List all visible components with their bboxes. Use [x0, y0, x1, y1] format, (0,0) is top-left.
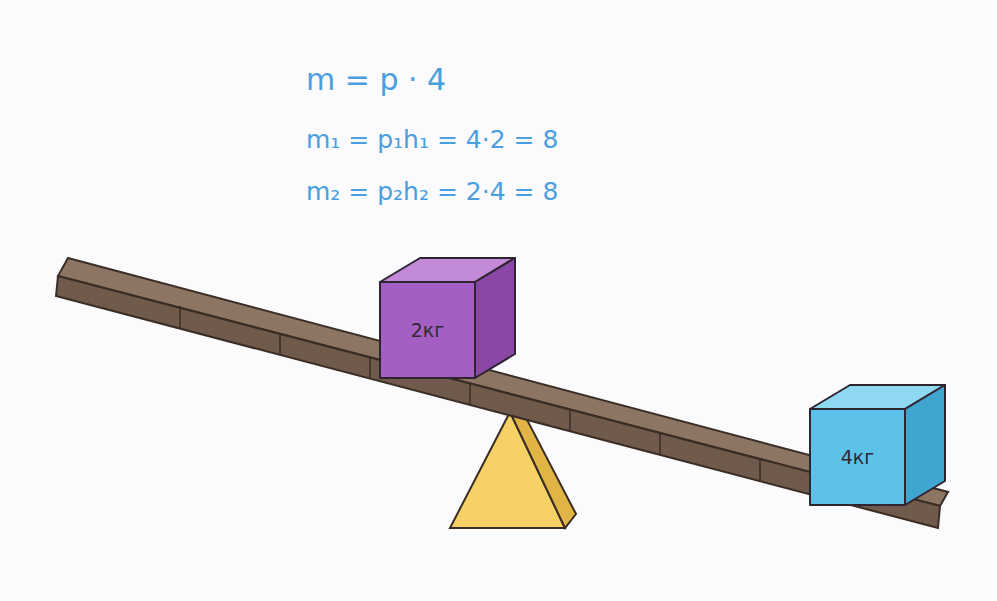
formula-label: m = p · 4: [306, 62, 446, 97]
block-outline: [378, 256, 517, 380]
weight-block: 4кг: [808, 383, 947, 507]
block-outline: [808, 383, 947, 507]
block-front: [380, 282, 475, 378]
plank-top: [58, 258, 948, 506]
weight-block: 2кг: [378, 256, 517, 380]
weight-label: 2кг: [380, 282, 475, 378]
block-front: [810, 409, 905, 505]
block-side: [475, 258, 515, 378]
plank-segments: [180, 306, 860, 507]
block-side: [905, 385, 945, 505]
formula-label: m₂ = p₂h₂ = 2·4 = 8: [306, 177, 558, 206]
formula-label: m₁ = p₁h₁ = 4·2 = 8: [306, 125, 558, 154]
weight-label: 4кг: [810, 409, 905, 505]
